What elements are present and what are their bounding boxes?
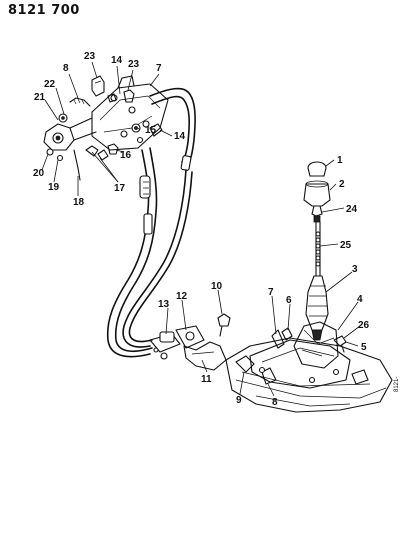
callout-7-top: 7 <box>156 63 162 74</box>
callout-9: 9 <box>236 395 242 406</box>
leader-lines <box>41 61 361 397</box>
side-mark: 8121- <box>394 377 400 392</box>
shifter-base-assembly <box>225 321 393 413</box>
callout-7-lower: 7 <box>268 287 274 298</box>
lower-cable-bracket <box>149 313 231 371</box>
callout-11: 11 <box>201 374 212 385</box>
callout-8-top: 8 <box>63 63 69 74</box>
callout-20: 20 <box>33 168 45 179</box>
callout-21: 21 <box>34 92 46 103</box>
callout-15: 15 <box>145 125 157 136</box>
callout-26: 26 <box>358 320 370 331</box>
callout-labels: 23 14 23 7 8 22 21 15 14 16 17 18 19 20 … <box>33 51 370 408</box>
callout-22: 22 <box>44 79 56 90</box>
callout-19: 19 <box>48 182 60 193</box>
callout-14-right: 14 <box>174 131 186 142</box>
callout-4: 4 <box>357 294 363 305</box>
callout-17: 17 <box>114 183 126 194</box>
callout-18: 18 <box>73 197 85 208</box>
callout-23-left: 23 <box>84 51 96 62</box>
shift-lever <box>303 161 331 341</box>
callout-25: 25 <box>340 240 352 251</box>
callout-13: 13 <box>158 299 170 310</box>
callout-24: 24 <box>346 204 358 215</box>
cable-bracket-assembly <box>91 75 169 151</box>
callout-2: 2 <box>339 179 345 190</box>
shift-cables <box>106 87 196 358</box>
shift-lever-linkage <box>43 97 119 181</box>
callout-16: 16 <box>120 150 132 161</box>
callout-1: 1 <box>337 155 343 166</box>
callout-5: 5 <box>361 342 367 353</box>
callout-6: 6 <box>286 295 292 306</box>
callout-8-lower: 8 <box>272 397 278 408</box>
callout-3: 3 <box>352 264 358 275</box>
callout-14-top: 14 <box>111 55 123 66</box>
document-id: 8121 700 <box>8 3 80 18</box>
callout-10: 10 <box>211 281 223 292</box>
callout-12: 12 <box>176 291 188 302</box>
callout-23-right: 23 <box>128 59 140 70</box>
